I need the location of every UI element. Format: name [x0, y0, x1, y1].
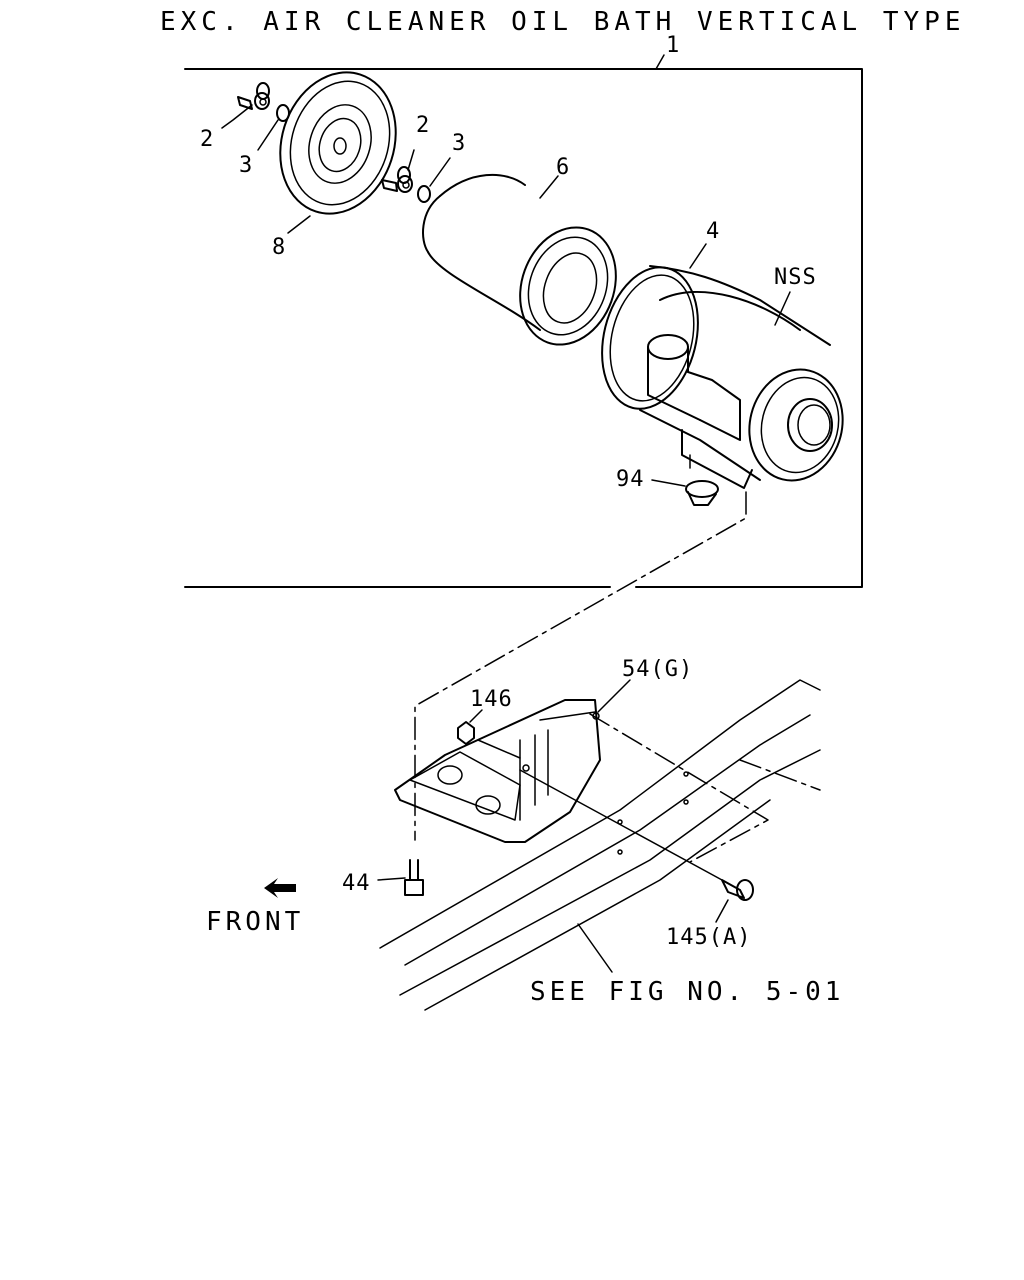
callout-8: 8	[272, 235, 286, 260]
bolt-frame	[519, 769, 754, 923]
callout-4: 4	[706, 219, 720, 244]
diagram-title: EXC. AIR CLEANER OIL BATH VERTICAL TYPE	[160, 7, 965, 37]
filter-element	[422, 173, 617, 346]
cleaner-housing	[601, 243, 844, 489]
wing-bolt-left	[221, 82, 270, 129]
nut	[457, 709, 521, 759]
wing-bolt-center	[381, 149, 415, 193]
callout-44: 44	[342, 871, 371, 896]
assembly-frame: 1	[184, 33, 863, 588]
drain-valve	[651, 479, 719, 506]
callout-146: 146	[470, 687, 513, 712]
see-fig-note: SEE FIG NO. 5-01	[530, 977, 844, 1007]
callout-1: 1	[666, 33, 680, 58]
washer-center	[417, 157, 451, 203]
mounting-bracket	[394, 679, 631, 843]
callout-2-left: 2	[200, 127, 214, 152]
front-arrow-icon	[264, 878, 296, 898]
see-fig-leader	[577, 923, 613, 973]
callout-2-center: 2	[416, 113, 430, 138]
callout-145a: 145(A)	[666, 925, 751, 950]
callout-3-center: 3	[452, 131, 466, 156]
bolt-bottom	[377, 859, 424, 896]
vehicle-frame	[379, 679, 821, 1011]
front-label: FRONT	[206, 907, 304, 937]
callout-94: 94	[616, 467, 645, 492]
callout-nss: NSS	[774, 265, 817, 290]
connector-line	[414, 491, 747, 841]
callout-54g: 54(G)	[622, 657, 693, 682]
callout-3-left: 3	[239, 153, 253, 178]
end-cover	[279, 71, 397, 234]
callout-6: 6	[556, 155, 570, 180]
